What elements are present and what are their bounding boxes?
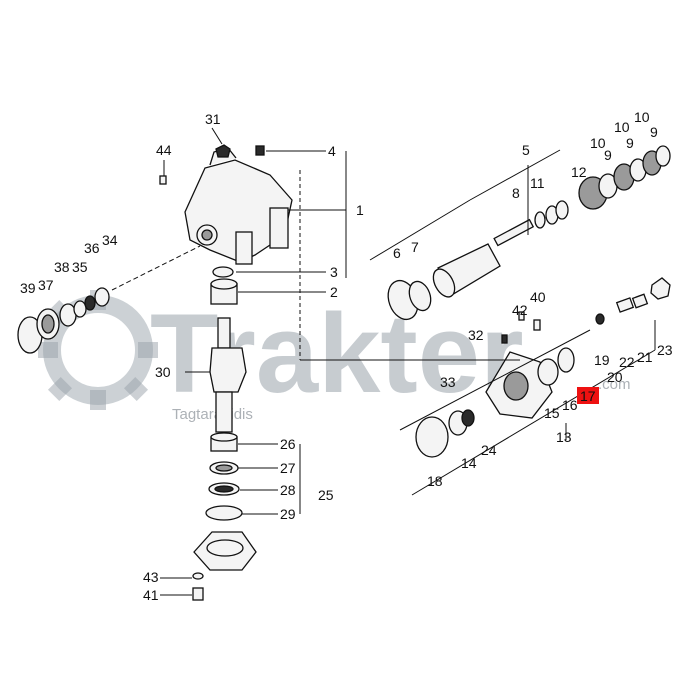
part-35-ring — [73, 300, 87, 318]
callout-15: 15 — [544, 405, 560, 421]
highlight-box — [577, 387, 599, 404]
part-5-rod — [493, 218, 535, 247]
part-9-ring-3 — [655, 145, 671, 167]
callout-9-b: 9 — [626, 135, 634, 151]
leader-lines — [160, 127, 656, 596]
callout-14: 14 — [461, 455, 477, 471]
callout-9-c: 9 — [650, 124, 658, 140]
callout-13: 13 — [556, 429, 572, 445]
right-assembly — [387, 145, 671, 458]
callout-34: 34 — [102, 232, 118, 248]
part-41-bolt — [192, 587, 204, 601]
callout-23: 23 — [657, 342, 673, 358]
callout-2: 2 — [330, 284, 338, 300]
callout-36: 36 — [84, 240, 100, 256]
housing-boss — [235, 231, 253, 265]
part-23-nut — [650, 277, 671, 300]
left-assembly — [17, 144, 293, 601]
callout-43: 43 — [143, 569, 159, 585]
callout-29: 29 — [280, 506, 296, 522]
callouts-left: 31 44 4 1 39 37 38 35 36 34 3 2 30 26 27… — [20, 111, 364, 603]
housing-flange — [269, 207, 289, 249]
callout-8: 8 — [512, 185, 520, 201]
part-36-ring — [84, 295, 96, 311]
part-43-washer — [192, 572, 204, 580]
callout-9-a: 9 — [604, 147, 612, 163]
part-40-screw — [533, 319, 541, 331]
part-30-shaft-top — [217, 317, 231, 349]
callout-21: 21 — [637, 349, 653, 365]
callout-35: 35 — [72, 259, 88, 275]
callout-27: 27 — [280, 460, 296, 476]
callout-3: 3 — [330, 264, 338, 280]
callout-17: 17 — [580, 388, 596, 404]
callout-39: 39 — [20, 280, 36, 296]
part-31-cap — [215, 144, 231, 158]
callouts-right: 5 10 10 9 9 9 10 12 11 8 6 7 42 40 32 33… — [393, 109, 673, 489]
callout-40: 40 — [530, 289, 546, 305]
callout-7: 7 — [411, 239, 419, 255]
part-30-shaft-bottom — [215, 391, 233, 433]
part-12-ring — [555, 200, 569, 220]
part-3-ring — [212, 266, 234, 278]
callout-4: 4 — [328, 143, 336, 159]
callout-6: 6 — [393, 245, 401, 261]
part-30-sector — [209, 347, 247, 393]
callout-32: 32 — [468, 327, 484, 343]
part-44-bolt — [159, 175, 167, 185]
part-7-ring — [408, 280, 432, 312]
callout-38: 38 — [54, 259, 70, 275]
callout-20: 20 — [607, 369, 623, 385]
callout-5: 5 — [522, 142, 530, 158]
part-22-spring — [615, 297, 635, 313]
callout-19: 19 — [594, 352, 610, 368]
part-8-ring — [534, 211, 546, 229]
callout-41: 41 — [143, 587, 159, 603]
part-21-stem — [631, 293, 649, 309]
part-16-ring — [557, 347, 575, 373]
callout-16: 16 — [562, 397, 578, 413]
callout-10-c: 10 — [634, 109, 650, 125]
callout-18: 18 — [427, 473, 443, 489]
part-15-seal — [537, 358, 559, 386]
callout-10-a: 10 — [590, 135, 606, 151]
watermark-brand: Trakter — [150, 291, 524, 416]
callout-26: 26 — [280, 436, 296, 452]
callout-1: 1 — [356, 202, 364, 218]
callout-22: 22 — [619, 354, 635, 370]
callout-12: 12 — [571, 164, 587, 180]
part-19-ring — [595, 313, 605, 325]
part-18-oring — [415, 416, 449, 458]
callout-42: 42 — [512, 302, 528, 318]
callout-31: 31 — [205, 111, 221, 127]
highlighted-callout[interactable]: 17 — [577, 387, 599, 404]
part-34-washer — [94, 287, 110, 307]
callout-11: 11 — [530, 175, 545, 191]
watermark-sub: Tagtaranidis — [172, 406, 253, 423]
callout-33: 33 — [440, 374, 456, 390]
callout-30: 30 — [155, 364, 171, 380]
callout-37: 37 — [38, 277, 54, 293]
part-42-screw — [518, 311, 525, 321]
callout-10-b: 10 — [614, 119, 630, 135]
gear-icon — [38, 290, 158, 410]
callout-44: 44 — [156, 142, 172, 158]
callout-25: 25 — [318, 487, 334, 503]
callout-24: 24 — [481, 442, 497, 458]
part-4-plug — [255, 145, 265, 156]
watermark-suffix: .com — [598, 376, 631, 393]
callout-28: 28 — [280, 482, 296, 498]
part-29-oring — [205, 505, 243, 521]
part-32-screw — [501, 334, 508, 344]
